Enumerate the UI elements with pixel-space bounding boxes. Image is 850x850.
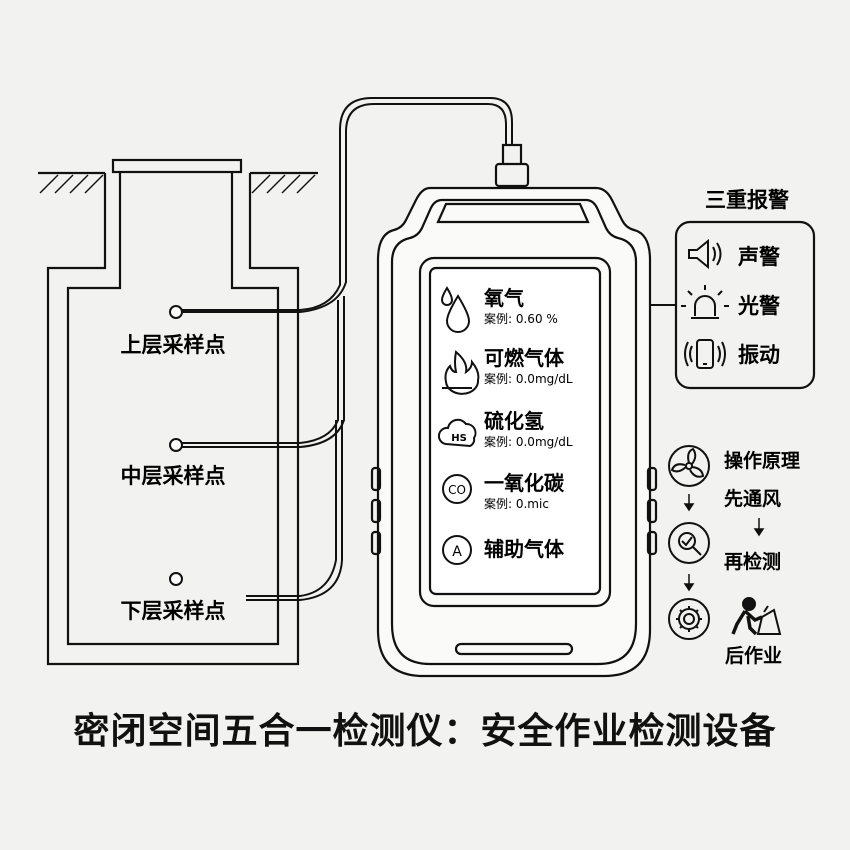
confined-space-shaft — [38, 158, 318, 666]
alarm-title: 三重报警 — [705, 188, 789, 212]
droplet-icon — [440, 286, 471, 333]
gas-example-combustible: 案例: 0.0mg/dL — [484, 371, 573, 386]
principle-step-detect: 再检测 — [724, 550, 781, 573]
magnifier-check-icon — [668, 522, 710, 564]
gas-name-h2s: 硫化氢 — [484, 409, 544, 433]
fan-icon — [668, 445, 710, 487]
cloud-icon: HS — [437, 418, 477, 448]
speaker-icon — [688, 238, 722, 270]
alarm-label-light: 光警 — [737, 294, 780, 318]
vibrating-phone-icon — [684, 339, 726, 369]
gas-badge-hs: HS — [451, 433, 467, 444]
gas-name-combustible: 可燃气体 — [484, 346, 565, 370]
gas-example-oxygen: 案例: 0.60 % — [484, 311, 558, 326]
circle-icon: CO — [442, 474, 472, 504]
beacon-light-icon — [681, 285, 729, 319]
upper-sample-point-marker — [169, 305, 183, 319]
sampling-hoses — [182, 97, 513, 601]
gas-badge-co: CO — [448, 483, 466, 497]
alarm-panel — [674, 220, 816, 390]
sample-point-label-middle: 中层采样点 — [121, 464, 226, 488]
diagram-caption: 密闭空间五合一检测仪：安全作业检测设备 — [73, 711, 777, 752]
principle-title: 操作原理 — [724, 449, 800, 472]
lower-sample-point-marker — [169, 572, 183, 586]
gas-name-co: 一氧化碳 — [484, 471, 565, 495]
worker-icon — [731, 597, 782, 636]
circle-icon: A — [442, 535, 472, 565]
gas-badge-a: A — [452, 544, 462, 560]
middle-sample-point-marker — [169, 438, 183, 452]
gas-name-oxygen: 氧气 — [483, 286, 524, 310]
flame-icon — [442, 350, 480, 395]
gear-icon — [668, 598, 710, 640]
sample-point-label-upper: 上层采样点 — [121, 333, 226, 357]
gas-example-co: 案例: 0.mic — [484, 496, 549, 511]
sample-point-label-lower: 下层采样点 — [121, 599, 226, 623]
alarm-label-vibration: 振动 — [738, 343, 780, 367]
alarm-label-sound: 声警 — [737, 245, 780, 269]
principle-step-ventilate: 先通风 — [724, 487, 781, 510]
principle-step-work: 后作业 — [725, 644, 782, 667]
flow-arrows — [683, 494, 765, 592]
gas-name-auxiliary: 辅助气体 — [484, 537, 565, 561]
gas-example-h2s: 案例: 0.0mg/dL — [484, 434, 573, 449]
